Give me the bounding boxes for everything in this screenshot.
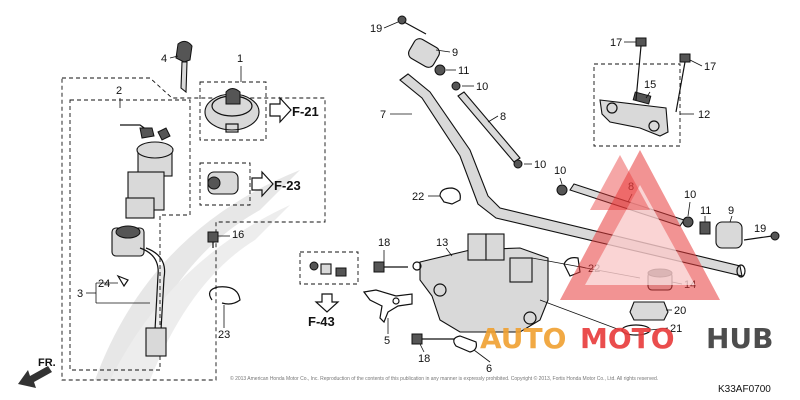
key-part — [175, 40, 193, 94]
leader-line — [169, 55, 179, 59]
bar-end-weight-9-right — [715, 221, 743, 249]
holder-12-box — [593, 63, 681, 147]
callout-c10d: 10 — [684, 189, 696, 201]
nut-10-right-a — [556, 184, 568, 196]
bolt-18-lower — [411, 333, 454, 345]
clamp-23 — [208, 286, 241, 305]
callout-c10c: 10 — [554, 165, 566, 177]
svg-text:MOTO: MOTO — [580, 322, 675, 355]
leader-line — [419, 343, 425, 353]
leader-line — [445, 247, 453, 257]
callout-c24: 24 — [98, 278, 110, 290]
callout-c17b: 17 — [704, 61, 716, 73]
ignition-inner-box — [69, 99, 191, 371]
leader-line — [539, 299, 621, 331]
callout-c20: 20 — [674, 305, 686, 317]
callout-c18b: 18 — [418, 353, 430, 365]
callout-c21: 21 — [670, 323, 682, 335]
callout-c19a: 19 — [370, 23, 382, 35]
callout-c12: 12 — [698, 109, 710, 121]
ignition-harness-part — [111, 225, 167, 357]
watermark-logo: AUTO MOTO HUB — [480, 150, 774, 355]
callout-c22a: 22 — [412, 191, 424, 203]
leader-line — [645, 91, 651, 99]
svg-text:F-21: F-21 — [292, 104, 319, 119]
callout-c1: 1 — [237, 53, 243, 65]
f43-small-parts — [309, 261, 347, 277]
clip-24 — [116, 274, 129, 288]
part-6 — [453, 335, 477, 353]
svg-text:AUTO: AUTO — [480, 322, 566, 355]
leader-line — [729, 215, 733, 223]
leader-line — [435, 49, 451, 53]
bracket-5 — [362, 289, 413, 324]
callout-c17a: 17 — [610, 37, 622, 49]
callout-c5: 5 — [384, 335, 390, 347]
rod-8-top — [457, 91, 521, 163]
callout-c7: 7 — [380, 109, 386, 121]
callout-c3: 3 — [77, 288, 83, 300]
diagram-code: K33AF0700 — [718, 384, 771, 395]
ref-f23: F-23 — [251, 170, 301, 198]
callout-c15: 15 — [644, 79, 656, 91]
callout-c23: 23 — [218, 329, 230, 341]
callout-c8a: 8 — [500, 111, 506, 123]
callout-c18a: 18 — [378, 237, 390, 249]
callout-c2: 2 — [116, 85, 122, 97]
svg-text:FR.: FR. — [38, 357, 56, 369]
handlebar-holder-12 — [599, 91, 669, 137]
top-bridge-13 — [412, 233, 549, 333]
ignition-group-box — [61, 77, 326, 381]
callout-c13: 13 — [436, 237, 448, 249]
lock-cylinder-box — [199, 162, 251, 206]
front-direction-arrow: FR. — [18, 357, 56, 388]
callout-c11a: 11 — [458, 65, 469, 77]
clamp-22-upper — [439, 187, 461, 205]
bolt-17-right — [675, 53, 691, 113]
svg-text:F-43: F-43 — [308, 314, 335, 329]
ignition-switch-part — [120, 124, 174, 219]
callout-c16: 16 — [232, 229, 244, 241]
callout-c9a: 9 — [452, 47, 458, 59]
nut-10-mid — [513, 159, 523, 169]
bolt-19-right — [743, 231, 780, 241]
nut-10-top — [451, 81, 461, 91]
nut-10-right-b — [682, 216, 694, 228]
fuel-cap-lock-part — [204, 88, 260, 133]
bar-end-weight-9-top — [408, 38, 440, 68]
callout-c10b: 10 — [534, 159, 546, 171]
lock-cylinder-part — [207, 171, 239, 195]
nut-20 — [629, 301, 669, 321]
leader-line — [487, 115, 499, 123]
handlebar-7 — [399, 73, 746, 278]
leader-line — [383, 21, 399, 29]
bolt-16 — [207, 231, 219, 248]
collar-11-top — [434, 64, 446, 76]
leader-line — [687, 201, 691, 217]
collar-11-right — [699, 221, 711, 235]
svg-text:F-23: F-23 — [274, 178, 301, 193]
bolt-18-upper — [373, 261, 408, 273]
callout-c6: 6 — [486, 363, 492, 375]
leader-line — [473, 349, 491, 363]
f43-box — [299, 251, 359, 285]
callout-c10a: 10 — [476, 81, 488, 93]
leader-line — [559, 177, 563, 185]
leader-line — [649, 327, 669, 331]
copyright-line: © 2013 American Honda Motor Co., Inc. Re… — [230, 375, 658, 382]
callout-c19b: 19 — [754, 223, 766, 235]
callout-c4: 4 — [161, 53, 167, 65]
part-1-box — [199, 81, 267, 141]
ref-f21: F-21 — [269, 96, 319, 124]
svg-text:HUB: HUB — [706, 322, 774, 355]
bolt-19-top — [397, 15, 427, 35]
leader-line — [689, 59, 703, 67]
ref-f43: F-43 — [308, 293, 340, 329]
callout-c11b: 11 — [700, 205, 711, 217]
callout-c9b: 9 — [728, 205, 734, 217]
